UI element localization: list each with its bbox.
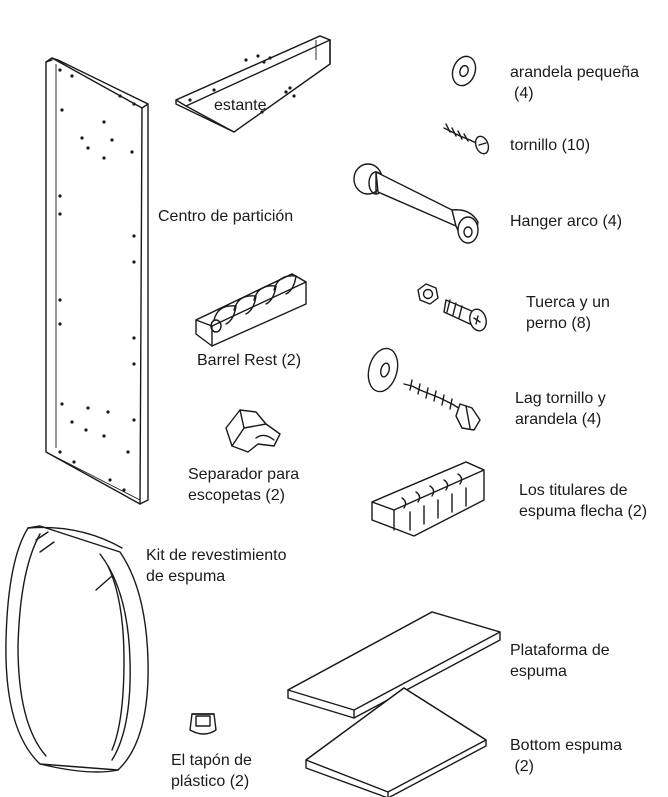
nut-bolt-drawing — [417, 283, 487, 332]
arrow-holders-drawing — [371, 461, 485, 537]
label-bottom-espuma: Bottom espuma (2) — [510, 737, 623, 775]
label-separador: Separador para escopetas (2) — [188, 466, 300, 504]
barrel-rest-drawing — [195, 273, 307, 347]
small-washer-drawing — [451, 55, 477, 87]
bottom-foam-drawing — [305, 687, 487, 797]
label-tapon-plastico: El tapón de plástico (2) — [171, 752, 252, 790]
plastic-plug-drawing — [189, 713, 217, 735]
hanger-drawing — [353, 163, 479, 244]
partition-panel-holes — [58, 68, 136, 492]
label-titulares-espuma-flecha: Los titulares de espuma flecha (2) — [519, 482, 648, 520]
label-centro-de-particion: Centro de partición — [158, 208, 294, 225]
label-plataforma-espuma: Plataforma de espuma — [510, 642, 610, 680]
label-arandela-pequena: arandela pequeña (4) — [510, 64, 640, 102]
lag-screw-drawing — [367, 347, 481, 431]
partition-panel-drawing — [45, 57, 149, 505]
foam-kit-drawing — [5, 525, 149, 773]
label-lag-tornillo: Lag tornillo y arandela (4) — [515, 390, 606, 428]
label-estante: estante — [214, 97, 267, 114]
label-tornillo: tornillo (10) — [510, 137, 591, 154]
label-kit-revestimiento: Kit de revestimiento de espuma — [146, 547, 287, 585]
label-tuerca-perno: Tuerca y un perno (8) — [526, 294, 610, 332]
foam-platform-drawing — [287, 611, 501, 719]
shelf-drawing — [175, 35, 331, 133]
label-hanger-arco: Hanger arco (4) — [510, 213, 623, 230]
separator-drawing — [225, 409, 281, 453]
label-barrel-rest: Barrel Rest (2) — [197, 352, 302, 369]
screw-drawing — [443, 123, 490, 155]
